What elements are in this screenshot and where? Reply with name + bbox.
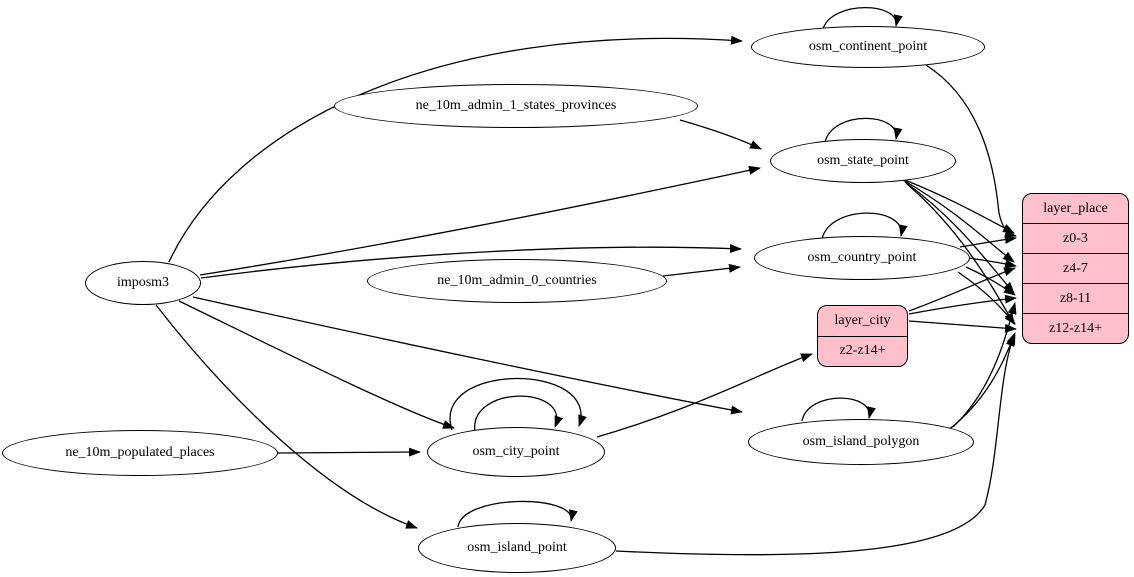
edge-osm_state_point-to-osm_state_point xyxy=(824,117,903,143)
edge-osm_country_point-to-osm_country_point xyxy=(821,212,908,240)
layer-place-row-z12-z14: z12-z14+ xyxy=(1023,313,1128,343)
edge-osm_continent_point-to-osm_continent_point xyxy=(822,6,903,30)
node-osm-island-polygon: osm_island_polygon xyxy=(748,419,974,465)
layer-place-row-z4-7: z4-7 xyxy=(1023,253,1128,283)
edge-imposm3-to-osm_island_polygon xyxy=(192,296,743,415)
edge-osm_state_point-to-layer_place.z0-3 xyxy=(899,177,1015,234)
edge-osm_city_point-to-osm_city_point-outer xyxy=(449,377,587,431)
edge-osm_island_polygon-to-layer_place.z8-11 xyxy=(952,302,1017,428)
edge-ne_10m_admin_0_countries-to-osm_country_point xyxy=(662,263,741,277)
edge-osm_island_point-to-osm_island_point xyxy=(457,500,578,528)
edge-imposm3-to-osm_country_point xyxy=(200,244,742,279)
layer-city-row-z2-z14: z2-z14+ xyxy=(818,335,907,367)
edge-layer_city-to-layer_place.z8-11 xyxy=(908,294,1017,315)
node-ne-10m-populated-places: ne_10m_populated_places xyxy=(2,430,278,476)
node-osm-city-point: osm_city_point xyxy=(427,427,605,477)
edge-osm_country_point-to-layer_place.z0-3 xyxy=(959,234,1017,248)
edge-osm_country_point-to-layer_place.z4-7 xyxy=(968,257,1017,269)
edge-osm_state_point-to-layer_place.z8-11 xyxy=(904,181,1015,294)
node-osm-country-point: osm_country_point xyxy=(754,236,970,280)
layer-place-title: layer_place xyxy=(1043,200,1108,216)
node-ne-10m-admin-0-countries-label: ne_10m_admin_0_countries xyxy=(437,273,597,288)
node-osm-island-point: osm_island_point xyxy=(418,523,616,573)
edge-ne_10m_admin_1_states_provinces-to-osm_state_point xyxy=(679,119,762,150)
edge-imposm3-to-osm_continent_point xyxy=(168,35,743,263)
layer-place-row-z8-11: z8-11 xyxy=(1023,283,1128,313)
edge-osm_country_point-to-layer_place.z12-z14+ xyxy=(957,271,1016,325)
edge-layer_city-to-layer_place.z4-7 xyxy=(908,267,1016,312)
node-osm-state-point-label: osm_state_point xyxy=(817,153,909,168)
node-ne-10m-populated-places-label: ne_10m_populated_places xyxy=(65,445,215,460)
node-osm-island-point-label: osm_island_point xyxy=(467,540,567,555)
edge-imposm3-to-osm_island_point xyxy=(155,304,418,529)
node-imposm3-label: imposm3 xyxy=(116,275,170,290)
layer-city-title: layer_city xyxy=(834,312,891,328)
layer-place-row-z0-3: z0-3 xyxy=(1023,223,1128,253)
node-layer-place: layer_place z0-3 z4-7 z8-11 z12-z14+ xyxy=(1022,193,1129,344)
node-osm-continent-point: osm_continent_point xyxy=(751,26,985,68)
edge-osm_island_polygon-to-layer_place.z12-z14+ xyxy=(946,334,1015,432)
node-imposm3: imposm3 xyxy=(85,261,201,305)
edge-imposm3-to-osm_state_point xyxy=(199,165,761,276)
edge-osm_city_point-to-osm_city_point-inner xyxy=(474,395,564,433)
edge-layer_city-to-layer_place.z12-z14+ xyxy=(908,320,1017,333)
edge-osm_island_point-to-layer_place.z12-z14+ xyxy=(615,332,1016,556)
edge-ne_10m_populated_places-to-osm_city_point xyxy=(277,447,421,457)
edge-imposm3-to-osm_city_point xyxy=(178,300,455,429)
node-osm-island-polygon-label: osm_island_polygon xyxy=(802,434,920,449)
node-ne-10m-admin-0-countries: ne_10m_admin_0_countries xyxy=(367,259,667,303)
edge-osm_city_point-to-layer_city.z2-z14+ xyxy=(596,353,813,438)
node-osm-country-point-label: osm_country_point xyxy=(807,250,917,265)
edge-osm_state_point-to-layer_place.z4-7 xyxy=(902,179,1015,263)
node-layer-city: layer_city z2-z14+ xyxy=(817,305,908,367)
node-osm-continent-point-label: osm_continent_point xyxy=(808,39,928,54)
node-ne-10m-admin-1-states-provinces: ne_10m_admin_1_states_provinces xyxy=(334,84,698,128)
edge-osm_island_polygon-to-osm_island_polygon xyxy=(801,397,876,422)
node-ne-10m-admin-1-states-provinces-label: ne_10m_admin_1_states_provinces xyxy=(415,98,617,113)
edge-osm_country_point-to-layer_place.z8-11 xyxy=(965,266,1016,296)
node-osm-city-point-label: osm_city_point xyxy=(472,444,560,459)
node-osm-state-point: osm_state_point xyxy=(770,139,956,183)
